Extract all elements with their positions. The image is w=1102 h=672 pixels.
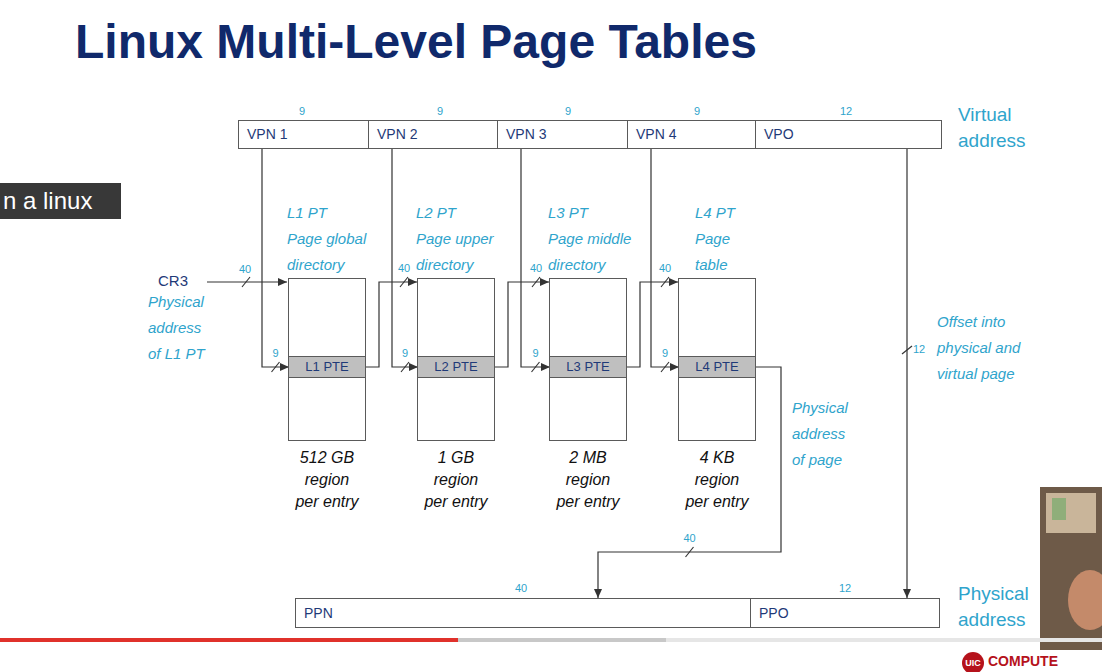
bus-width-tick [532,362,540,372]
address-field: VPN 4 [627,120,756,149]
address-name: Virtual address [958,102,1038,154]
address-field: PPN [295,598,751,628]
bus-width-tick [661,362,669,372]
field-label: VPN 2 [377,121,417,148]
bus-width-tick [686,547,694,557]
bit-width: 9 [524,347,548,360]
pointer-arrow [651,149,679,367]
pointer-arrow [392,149,418,367]
table-heading: Page middle directory [548,226,644,278]
address-field: VPO [755,120,942,149]
bit-width: 40 [524,262,548,275]
bit-width: 9 [653,347,677,360]
bus-width-tick [272,362,280,372]
bit-width: 40 [678,532,702,545]
entry-label: L4 PTE [679,357,755,377]
table-heading: L3 PT [548,200,644,226]
bit-width: 12 [830,581,860,595]
entry-label: L1 PTE [289,357,365,377]
pointer-arrow [494,282,549,367]
table-heading: Page table [695,226,745,278]
table-entry: L1 PTE [289,356,365,378]
table-heading: L2 PT [416,200,512,226]
table-heading: Page upper directory [416,226,512,278]
pointer-arrow [626,282,678,367]
progress-buffered [458,638,666,642]
bus-width-tick [902,346,912,354]
pointer-arrow [521,149,550,367]
region-caption: 1 GB region per entry [422,447,490,513]
bit-width: 40 [653,262,677,275]
address-field: VPN 3 [497,120,628,149]
bus-width-tick [532,277,540,287]
entry-label: L3 PTE [550,357,626,377]
bit-width: 40 [392,262,416,275]
logo-badge [962,652,984,672]
table-entry: L2 PTE [418,356,494,378]
register-name: CR3 [158,272,188,290]
bit-width: 9 [682,104,712,118]
region-caption: 4 KB region per entry [683,447,751,513]
bus-width-tick [400,277,408,287]
table-entry: L3 PTE [550,356,626,378]
pointer-arrow [262,149,289,367]
logo-text: COMPUTE [988,653,1058,669]
page-table: L1 PTPage global directory512 GB region … [288,278,366,441]
bus-width-tick [401,362,409,372]
bit-width: 40 [506,581,536,595]
bit-width: 12 [913,343,925,356]
webcam-person [1068,570,1102,630]
bit-width: 9 [393,347,417,360]
field-label: VPO [764,121,794,148]
webcam-background [1046,493,1096,533]
table-heading: L1 PT [287,200,383,226]
address-field: PPO [750,598,940,628]
webcam-picture [1052,498,1066,520]
bit-width: 40 [230,262,260,276]
progress-remaining [666,638,1102,642]
table-heading: L4 PT [695,200,745,226]
field-label: VPN 1 [247,121,287,148]
page-table: L2 PTPage upper directory1 GB region per… [417,278,495,441]
table-heading: Page global directory [287,226,383,278]
bus-width-tick [242,277,250,287]
bit-width: 9 [553,104,583,118]
address-field: VPN 1 [238,120,369,149]
address-name: Physical address [958,581,1038,633]
annotation: Physical address of page [792,395,856,473]
field-label: PPN [304,599,333,627]
annotation: Physical address of L1 PT [148,289,212,367]
bit-width: 12 [831,104,861,118]
bit-width: 9 [287,104,317,118]
progress-played [0,638,458,642]
bus-width-tick [661,277,669,287]
page-table: L4 PTPage table4 KB region per entryL4 P… [678,278,756,441]
pointer-arrow [365,282,417,367]
field-label: PPO [759,599,789,627]
annotation: Offset into physical and virtual page [937,309,1032,387]
region-caption: 512 GB region per entry [293,447,361,513]
table-entry: L4 PTE [679,356,755,378]
video-subtitle: n a linux [0,183,121,219]
bit-width: 9 [264,347,288,360]
field-label: VPN 3 [506,121,546,148]
pointer-arrow [906,149,907,598]
page-table: L3 PTPage middle directory2 MB region pe… [549,278,627,441]
bit-width: 9 [425,104,455,118]
address-field: VPN 2 [368,120,498,149]
region-caption: 2 MB region per entry [554,447,622,513]
field-label: VPN 4 [636,121,676,148]
slide-title: Linux Multi-Level Page Tables [75,14,757,70]
entry-label: L2 PTE [418,357,494,377]
logo-mark: UIC [962,656,984,670]
